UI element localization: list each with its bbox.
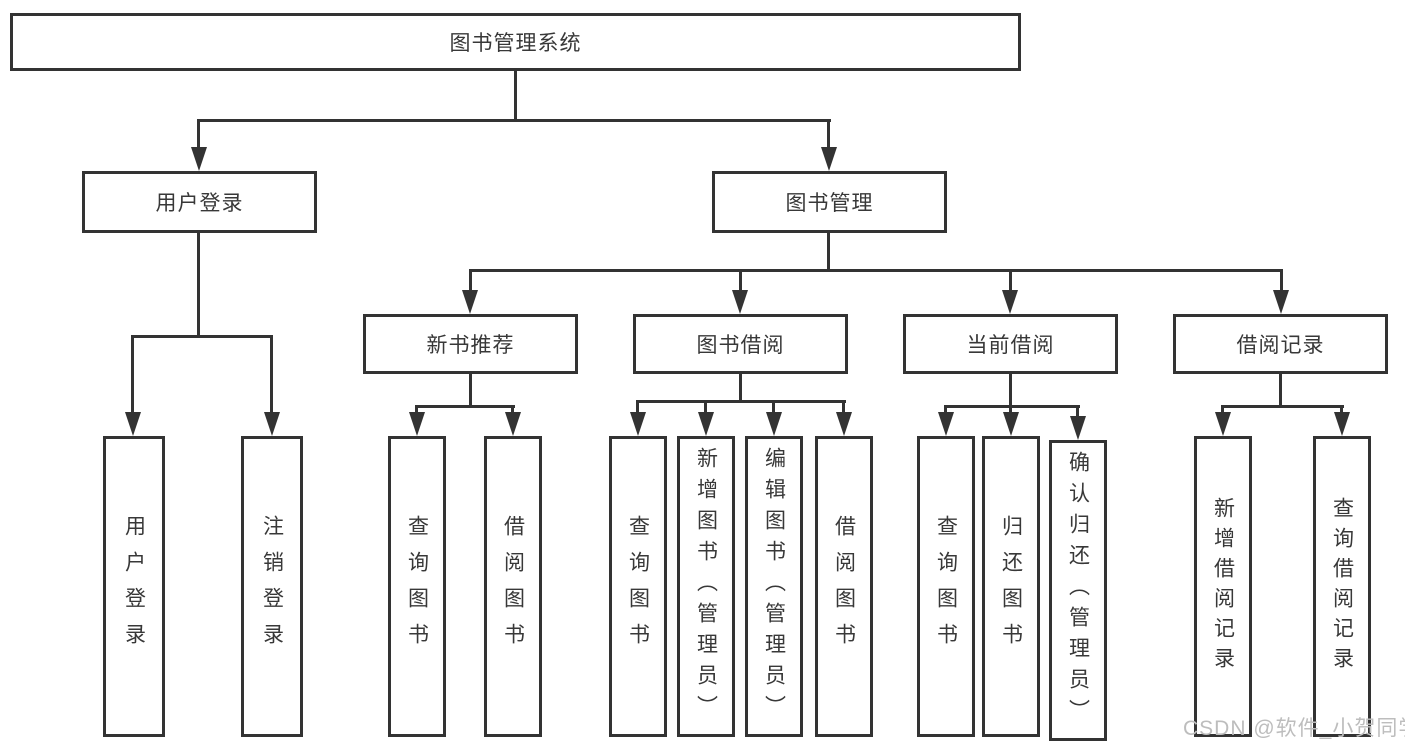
node-label: 确认归还（管理员） [1066,451,1090,730]
node-borrow-records: 借阅记录 [1173,314,1388,374]
node-add-borrow-record: 新增借阅记录 [1194,436,1252,737]
arrowhead-down-icon [732,290,748,314]
connector-line [636,400,639,418]
connector-line [469,374,472,408]
connector-line [197,119,200,153]
arrowhead-down-icon [1334,412,1350,436]
arrowhead-down-icon [1273,290,1289,314]
arrowhead-down-icon [1070,416,1086,440]
connector-line [198,119,831,122]
node-label: 借阅图书 [832,514,856,659]
node-user-login-leaf: 用户登录 [103,436,165,737]
csdn-watermark: CSDN @软件_小贺同学 [1183,717,1405,740]
connector-line [636,400,846,403]
connector-line [415,405,515,408]
node-edit-book-admin: 编辑图书（管理员） [745,436,803,737]
node-label: 借阅图书 [501,514,525,659]
arrowhead-down-icon [505,412,521,436]
node-label: 归还图书 [999,514,1023,659]
arrowhead-down-icon [821,147,837,171]
connector-line [1009,374,1012,408]
arrowhead-down-icon [836,412,852,436]
node-borrow-books-leaf: 借阅图书 [815,436,873,737]
arrowhead-down-icon [1002,290,1018,314]
node-new-book-recommend: 新书推荐 [363,314,578,374]
node-library-system: 图书管理系统 [10,13,1021,71]
node-label: 查询图书 [626,514,650,659]
arrowhead-down-icon [698,412,714,436]
node-query-books-borrow: 查询图书 [609,436,667,737]
connector-line [270,335,273,417]
node-label: 查询图书 [934,514,958,659]
connector-line [827,233,830,272]
arrowhead-down-icon [1215,412,1231,436]
connector-line [1009,269,1012,296]
node-book-management: 图书管理 [712,171,947,233]
node-user-login: 用户登录 [82,171,317,233]
node-return-book: 归还图书 [982,436,1040,737]
connector-line [772,400,775,418]
connector-line [1279,374,1282,408]
arrowhead-down-icon [264,412,280,436]
connector-line [944,405,1080,408]
node-label: 新增图书（管理员） [694,447,718,726]
connector-line [131,335,273,338]
node-label: 新增借阅记录 [1211,496,1235,677]
arrowhead-down-icon [125,412,141,436]
connector-line [1280,269,1283,296]
node-logout: 注销登录 [241,436,303,737]
node-book-borrow: 图书借阅 [633,314,848,374]
connector-line [469,269,472,296]
connector-line [842,400,845,418]
connector-line [739,374,742,402]
arrowhead-down-icon [630,412,646,436]
connector-line [514,71,517,122]
connector-line [704,400,707,418]
connector-line [827,119,830,153]
connector-line [197,233,200,338]
arrowhead-down-icon [409,412,425,436]
node-label: 用户登录 [122,514,146,659]
connector-line [1221,405,1344,408]
arrowhead-down-icon [938,412,954,436]
node-label: 注销登录 [260,514,284,659]
connector-line [469,269,1283,272]
node-current-borrow: 当前借阅 [903,314,1118,374]
node-confirm-return-admin: 确认归还（管理员） [1049,440,1107,741]
node-add-book-admin: 新增图书（管理员） [677,436,735,737]
node-borrow-books-recommend: 借阅图书 [484,436,542,737]
node-query-books-current: 查询图书 [917,436,975,737]
connector-line [1076,405,1079,422]
node-query-borrow-record: 查询借阅记录 [1313,436,1371,737]
connector-line [131,335,134,417]
arrowhead-down-icon [462,290,478,314]
node-label: 编辑图书（管理员） [762,447,786,726]
connector-line [739,269,742,296]
arrowhead-down-icon [191,147,207,171]
node-query-books-recommend: 查询图书 [388,436,446,737]
node-label: 查询借阅记录 [1330,496,1354,677]
arrowhead-down-icon [1003,412,1019,436]
node-label: 查询图书 [405,514,429,659]
arrowhead-down-icon [766,412,782,436]
